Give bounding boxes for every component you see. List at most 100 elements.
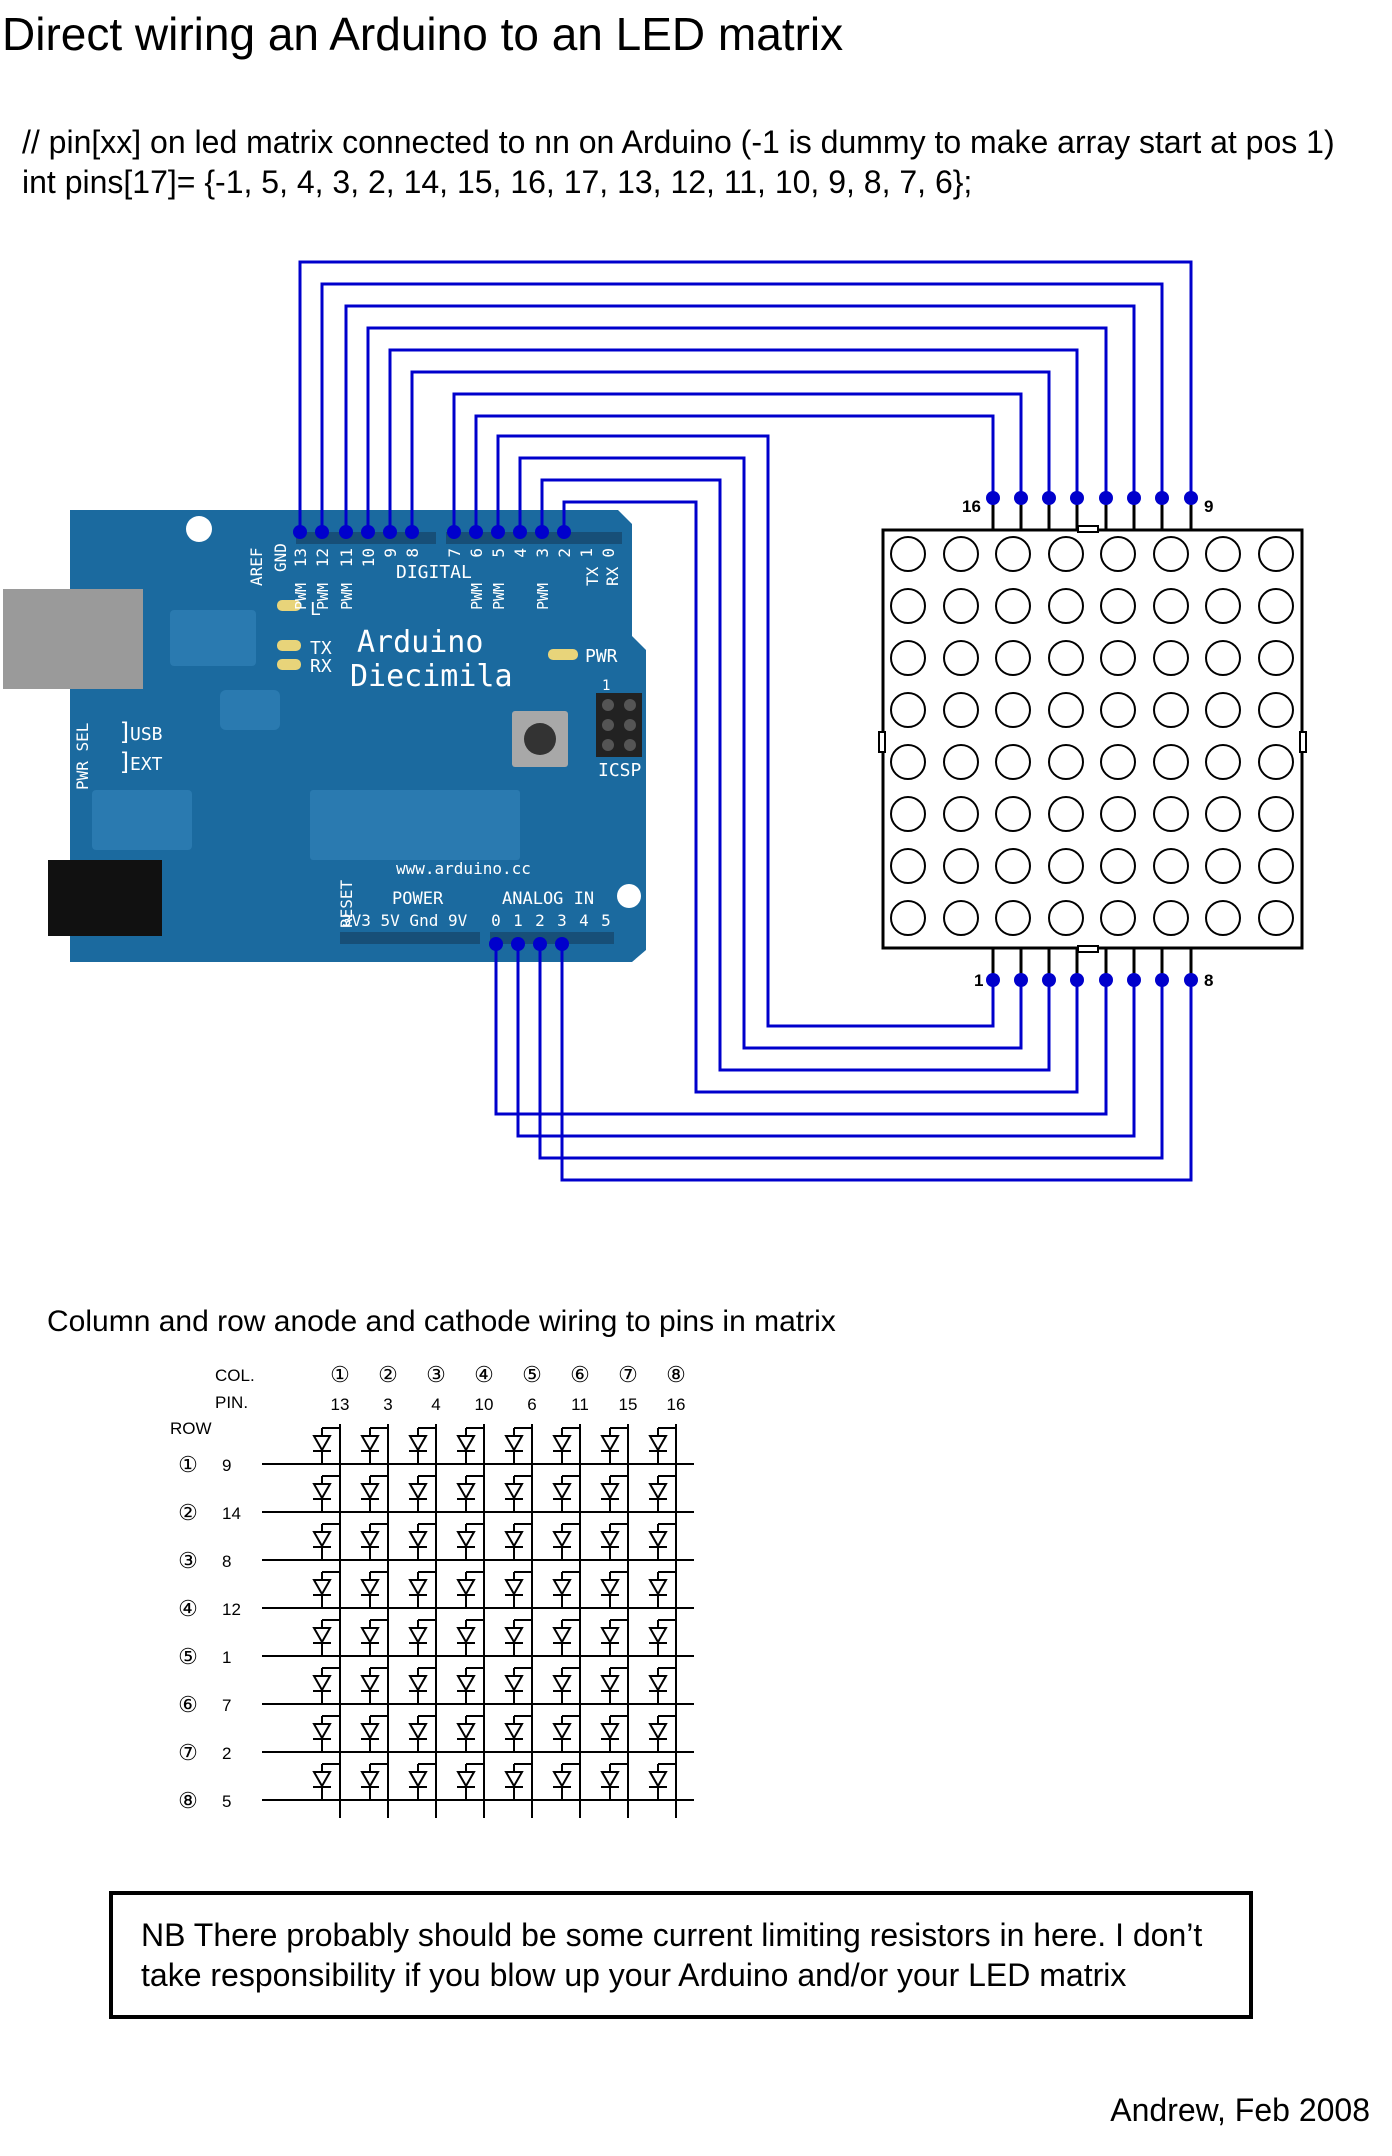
matrix-led [1100, 900, 1136, 936]
diode-icon [504, 1771, 524, 1789]
matrix-pin-label-8: 8 [1204, 971, 1213, 990]
pwr-led [548, 649, 578, 660]
grid-col-pin: 15 [619, 1395, 638, 1414]
grid-row-number: ① [178, 1452, 198, 1477]
signature: Andrew, Feb 2008 [1110, 2092, 1370, 2128]
digital-pin-label: 12 [313, 548, 332, 567]
analog-pin-label: 0 [491, 911, 501, 930]
matrix-led [1100, 848, 1136, 884]
matrix-led [1153, 588, 1189, 624]
matrix-led [1153, 900, 1189, 936]
matrix-pin-label-9: 9 [1204, 497, 1213, 516]
matrix-led [1100, 588, 1136, 624]
wire-top [388, 348, 1079, 532]
grid-col-number: ⑧ [666, 1362, 686, 1387]
wire-top [298, 260, 1193, 532]
ext-label: EXT [130, 754, 163, 775]
matrix-led [1258, 536, 1294, 572]
wire-dot [383, 525, 397, 539]
grid-col-pin: 13 [331, 1395, 350, 1414]
wire-loop [540, 478, 1051, 1072]
diode-icon [552, 1723, 572, 1741]
diode-icon [648, 1531, 668, 1549]
matrix-led [1153, 640, 1189, 676]
wire-top [452, 392, 1023, 532]
wire-dot [555, 937, 569, 951]
diode-icon [552, 1435, 572, 1453]
matrix-led [1100, 640, 1136, 676]
url-label: www.arduino.cc [396, 859, 531, 878]
matrix-led [1205, 900, 1241, 936]
matrix-led [943, 640, 979, 676]
grid-row-pin: 9 [222, 1456, 231, 1475]
digital-pin-label: 10 [359, 548, 378, 567]
matrix-led [943, 588, 979, 624]
col-label: COL. [215, 1366, 255, 1385]
wire-dot [315, 525, 329, 539]
digital-label: DIGITAL [396, 562, 472, 583]
matrix-led [1048, 588, 1084, 624]
wire-dot [293, 525, 307, 539]
pwm-label: PWM [468, 583, 486, 610]
diode-icon [360, 1435, 380, 1453]
diode-icon [456, 1579, 476, 1597]
diode-icon [600, 1771, 620, 1789]
diode-icon [408, 1483, 428, 1501]
wire-top [474, 414, 995, 532]
icsp-label: ICSP [598, 760, 642, 781]
diode-icon [408, 1723, 428, 1741]
pin-label: PIN. [215, 1393, 248, 1412]
diode-icon [360, 1627, 380, 1645]
analog-label: ANALOG IN [502, 889, 594, 909]
ext-bracket: ] [118, 748, 132, 776]
wire-top [344, 304, 1136, 532]
diode-icon [504, 1579, 524, 1597]
diode-icon [648, 1675, 668, 1693]
diode-icon [600, 1579, 620, 1597]
diode-icon [552, 1627, 572, 1645]
diode-icon [504, 1723, 524, 1741]
grid-row-number: ② [178, 1500, 198, 1525]
digital-pin-label: 1 [577, 548, 596, 558]
wire-loop [496, 434, 995, 1028]
disclaimer-text: NB There probably should be some current… [141, 1917, 1203, 1993]
row-label: ROW [170, 1419, 212, 1438]
diode-icon [504, 1483, 524, 1501]
matrix-pin-label-1: 1 [974, 971, 983, 990]
diode-icon [552, 1483, 572, 1501]
diode-icon [456, 1531, 476, 1549]
matrix-led [1100, 692, 1136, 728]
wire-dot [491, 525, 505, 539]
wire-dot [1070, 973, 1084, 987]
diode-icon [360, 1531, 380, 1549]
grid-row-pin: 7 [222, 1696, 231, 1715]
diode-icon [408, 1771, 428, 1789]
pwm-label: PWM [292, 583, 310, 610]
icsp-pin-label: 1 [602, 678, 610, 694]
matrix-led [1205, 640, 1241, 676]
diode-icon [408, 1435, 428, 1453]
diode-icon [312, 1675, 332, 1693]
digital-pin-label: 2 [555, 548, 574, 558]
matrix-led [1205, 744, 1241, 780]
wire-dot [1099, 973, 1113, 987]
matrix-led [1205, 796, 1241, 832]
wire-dot [513, 525, 527, 539]
wire-dot [557, 525, 571, 539]
led-matrix: 16 9 1 8 [878, 497, 1307, 990]
matrix-led [1258, 692, 1294, 728]
matrix-led [943, 900, 979, 936]
wire-top [366, 326, 1108, 532]
wire-dot [986, 973, 1000, 987]
wires [298, 260, 1193, 1182]
grid-col-number: ⑦ [618, 1362, 638, 1387]
grid-row-number: ⑧ [178, 1788, 198, 1813]
grid-col-pin: 16 [667, 1395, 686, 1414]
diode-icon [504, 1675, 524, 1693]
wire-dot [986, 491, 1000, 505]
